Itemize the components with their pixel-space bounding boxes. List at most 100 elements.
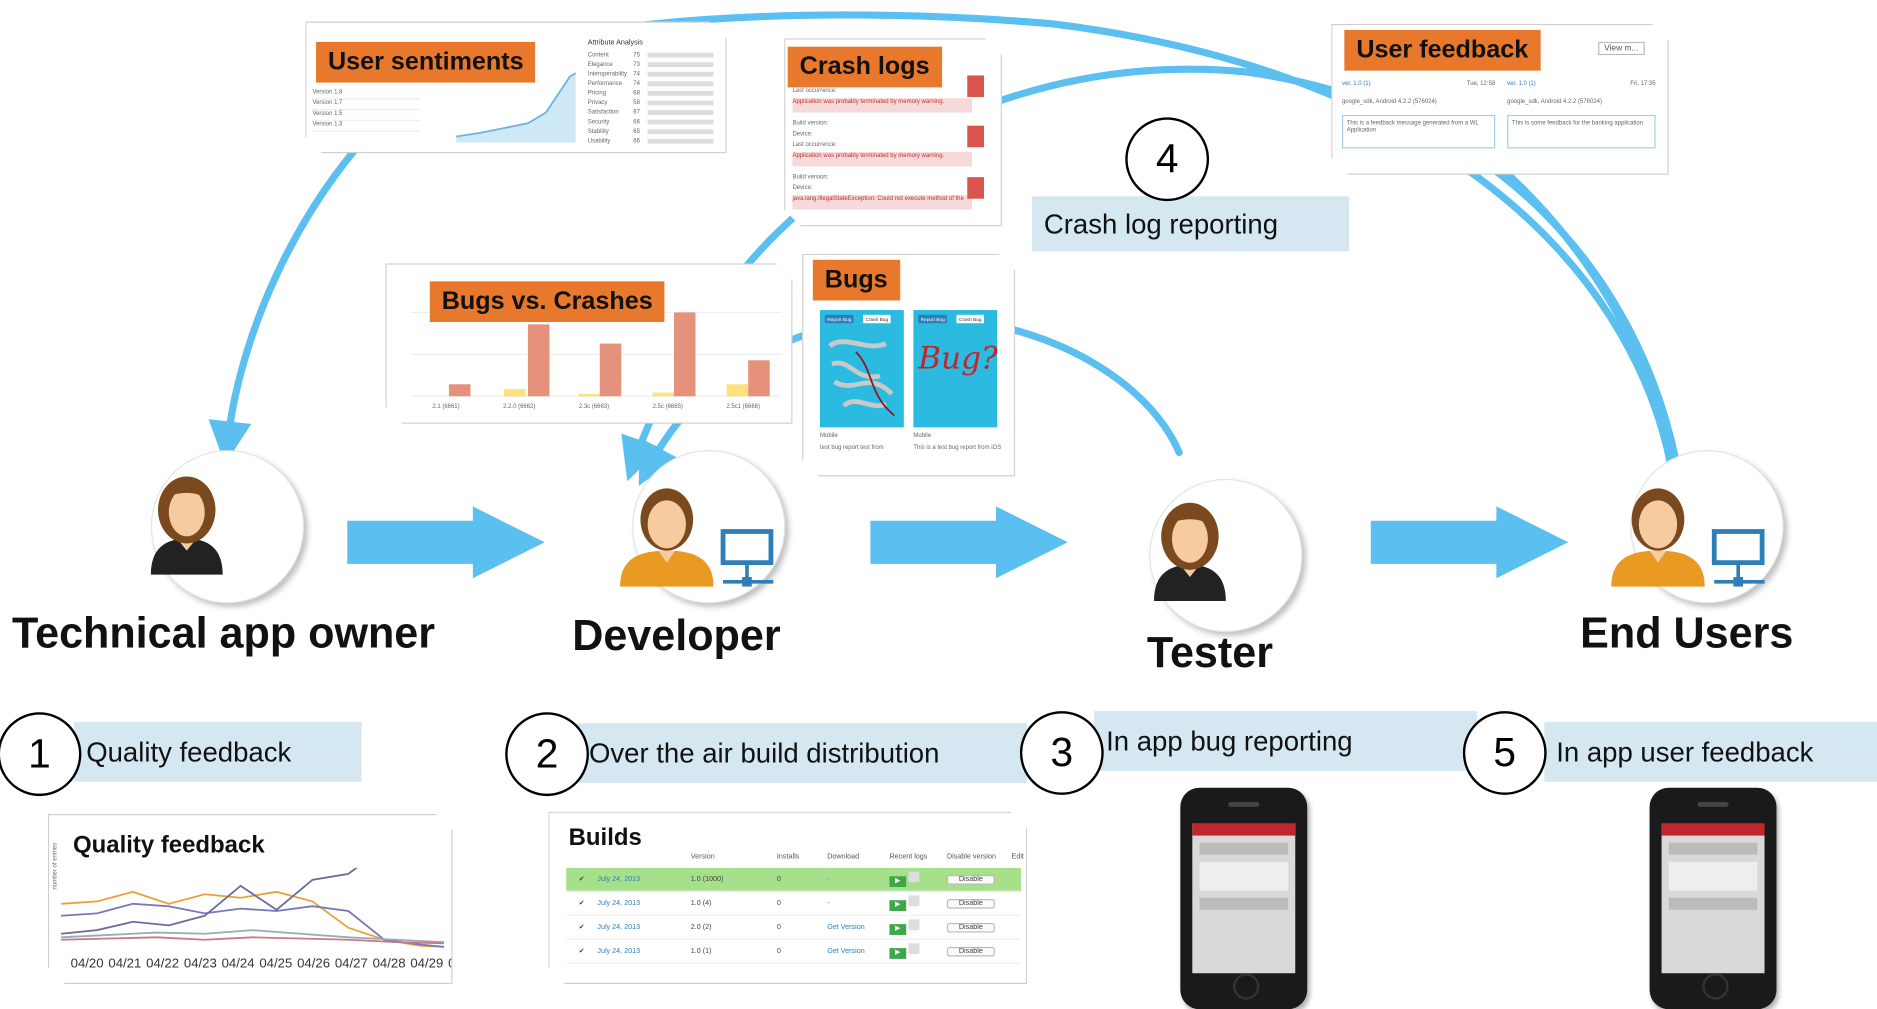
crash-device-label: Device: (792, 130, 813, 138)
bugs-vs-crashes-tag: Bugs vs. Crashes (430, 281, 665, 322)
arrow-endusers-to-owner (208, 11, 1674, 465)
attribute-name: Interoperability (587, 70, 628, 78)
bug-caption-right: Mobile This is a test bug report from iO… (913, 432, 1004, 451)
build-installs: 0 (776, 875, 781, 883)
step-2-number: 2 (505, 712, 589, 797)
sentiment-trend-chart (456, 71, 576, 143)
builds-column-header: Edit (1011, 853, 1024, 861)
build-version: 1.0 (4) (690, 899, 712, 907)
role-tester: Tester (1146, 627, 1273, 677)
attribute-bar (648, 53, 714, 58)
disable-button[interactable]: Disable (947, 946, 995, 956)
disable-button[interactable]: Disable (947, 898, 995, 908)
arrow-endusers-feedback (1468, 140, 1674, 465)
disable-button[interactable]: Disable (947, 874, 995, 884)
quality-feedback-card: Quality feedback number of entries 04/20… (48, 814, 453, 984)
feedback-time: Tue, 12:58 (1466, 80, 1496, 88)
build-version: 1.0 (1000) (690, 875, 724, 883)
attribute-name: Stability (587, 128, 609, 136)
sentiment-version: Version 1.5 (312, 110, 420, 121)
attribute-bar (648, 101, 714, 106)
view-more-button[interactable]: View m... (1598, 42, 1644, 55)
step-4-label: Crash log reporting (1031, 196, 1350, 252)
bug-tag: Mobile (913, 432, 932, 440)
builds-column-header: Installs (776, 853, 800, 861)
build-download[interactable]: Get Version (827, 947, 865, 955)
attribute-name: Content (587, 51, 609, 59)
crash-message: Application was probably terminated by m… (792, 98, 972, 112)
feedback-message: This is some feedback for the banking ap… (1507, 115, 1655, 149)
checkmark-icon: ✔ (578, 876, 585, 884)
attribute-score: 73 (633, 61, 640, 69)
axis-tick: 2.5c1 (6666) (726, 403, 760, 411)
build-download[interactable]: Get Version (827, 923, 865, 931)
person-icon (620, 488, 714, 587)
flow-arrow-developer-tester (870, 506, 1068, 579)
step-4-number: 4 (1125, 117, 1210, 202)
attribute-name: Pricing (587, 89, 607, 97)
user-sentiments-tag: User sentiments (316, 42, 536, 83)
attribute-bar (648, 81, 714, 86)
attribute-bar (648, 62, 714, 67)
feedback-device: google_sdk, Android 4.2.2 (576024) (1341, 98, 1437, 106)
crash-logs-card: Last occurrence: Application was probabl… (784, 38, 1002, 226)
create-bug-button: Crash Bug (863, 315, 890, 323)
build-download[interactable]: - (827, 899, 830, 907)
bug-caption: test bug report test from (820, 444, 884, 452)
builds-column-header: Disable version (946, 853, 997, 861)
build-date: July 24, 2013 (597, 947, 641, 955)
step-label-text: Over the air build distribution (588, 736, 940, 768)
attribute-score: 66 (633, 137, 640, 145)
build-date: July 24, 2013 (597, 923, 641, 931)
bug-screenshot-right: Report Bug Crash Bug Bug? (913, 310, 997, 427)
attribute-score: 65 (633, 128, 640, 136)
attribute-score: 74 (633, 80, 640, 88)
axis-tick: 04/28 (372, 956, 406, 971)
axis-tick: 04/20 (70, 956, 104, 971)
build-download[interactable]: - (827, 875, 830, 883)
user-sentiments-card: Version 1.8 Version 1.7 Version 1.5 Vers… (305, 22, 726, 154)
person-icon (1154, 502, 1226, 601)
attribute-score: 58 (633, 99, 640, 107)
play-icon[interactable]: ▶ (889, 919, 946, 935)
axis-tick: 2.5c (6665) (652, 403, 683, 411)
step-5-number: 5 (1462, 711, 1547, 795)
step-label-text: Quality feedback (86, 735, 292, 767)
builds-column-header: Version (690, 853, 715, 861)
attribute-bar (648, 72, 714, 77)
step-1-label: Quality feedback (74, 721, 362, 782)
bug-tag: Mobile (820, 432, 838, 440)
quality-feedback-title: Quality feedback (73, 831, 265, 859)
sentiment-version: Version 1.3 (312, 121, 420, 132)
quality-line-chart (61, 868, 444, 954)
play-icon[interactable]: ▶ (889, 871, 946, 887)
attribute-score: 68 (633, 89, 640, 97)
person-icon (1611, 488, 1705, 587)
crash-build-label: Build version: (792, 119, 829, 127)
builds-table: ✔ July 24, 2013 1.0 (1000) 0 - ▶ Disable ✔ July… (566, 868, 1021, 964)
avatar-ring-owner (150, 450, 305, 604)
play-icon[interactable]: ▶ (889, 943, 946, 959)
disable-button[interactable]: Disable (947, 922, 995, 932)
bugs-tag: Bugs (813, 260, 900, 301)
bug-screenshot-left: Report Bug Crash Bug (820, 310, 904, 427)
checkmark-icon: ✔ (578, 948, 585, 956)
step-label-text: In app bug reporting (1106, 724, 1353, 756)
axis-tick: 04/22 (146, 956, 180, 971)
bug-scribble: Bug? (918, 341, 998, 378)
feedback-version: ver. 1.0 (1) (1341, 80, 1371, 88)
checkmark-icon: ✔ (578, 924, 585, 932)
play-icon[interactable]: ▶ (889, 895, 946, 911)
